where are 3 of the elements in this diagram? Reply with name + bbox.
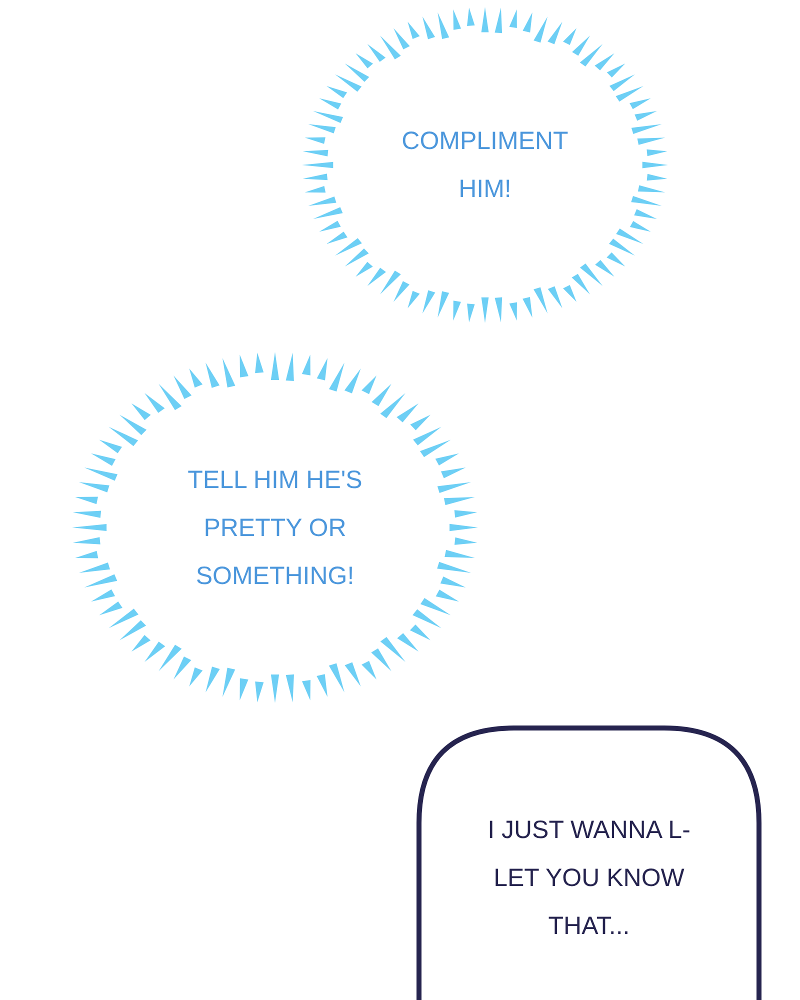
dialogue-text: I JUST WANNA L-LET YOU KNOW THAT... — [486, 814, 692, 942]
dialogue-text: COMPLIMENT HIM! — [400, 126, 570, 205]
dialogue-text: TELL HIM HE'S PRETTY OR SOMETHING! — [186, 464, 364, 592]
